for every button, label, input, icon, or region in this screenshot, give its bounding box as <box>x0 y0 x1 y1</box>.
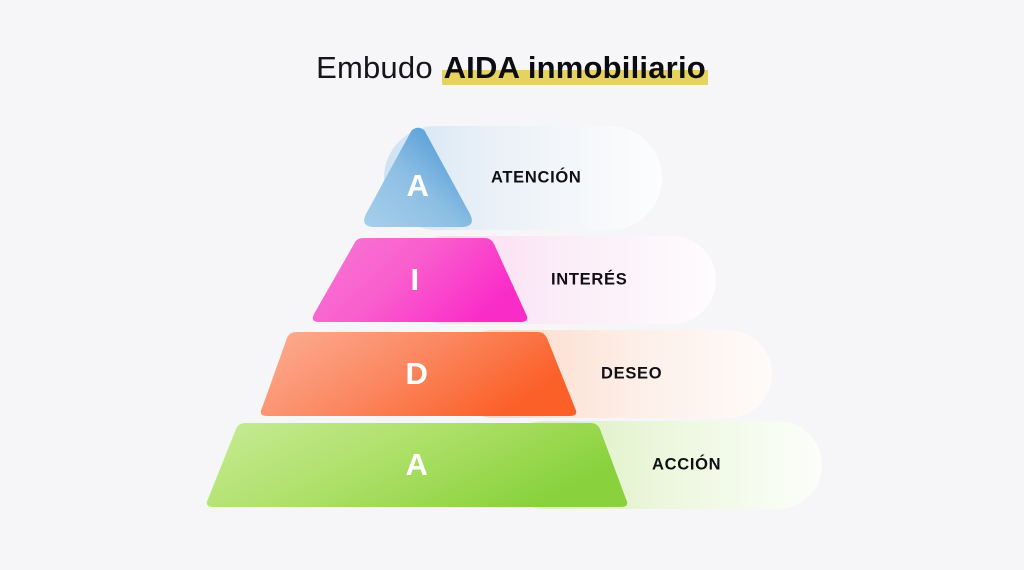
stage-desire-label: DESEO <box>601 364 663 383</box>
stage-attention-triangle <box>361 126 475 230</box>
stage-interest-label: INTERÉS <box>551 270 628 289</box>
funnel-stage-interest[interactable]: I INTERÉS <box>0 236 1024 324</box>
stage-attention-label: ATENCIÓN <box>491 168 582 187</box>
funnel-stage-attention[interactable]: A ATENCIÓN <box>0 126 1024 230</box>
title-highlight-band <box>441 70 708 85</box>
page-title-highlighted: AIDA inmobiliario <box>441 50 708 86</box>
stage-action-label: ACCIÓN <box>652 455 722 474</box>
funnel-stage-desire[interactable]: D DESEO <box>0 330 1024 418</box>
funnel-stage-action[interactable]: A ACCIÓN <box>0 421 1024 509</box>
stage-interest-trapezoid <box>310 236 532 324</box>
stage-action-trapezoid <box>202 421 632 509</box>
page-title-regular: Embudo <box>316 50 442 85</box>
page-title-bold: AIDA inmobiliario <box>443 50 706 85</box>
page-title: Embudo AIDA inmobiliario <box>0 50 1024 86</box>
stage-desire-trapezoid <box>257 330 581 418</box>
